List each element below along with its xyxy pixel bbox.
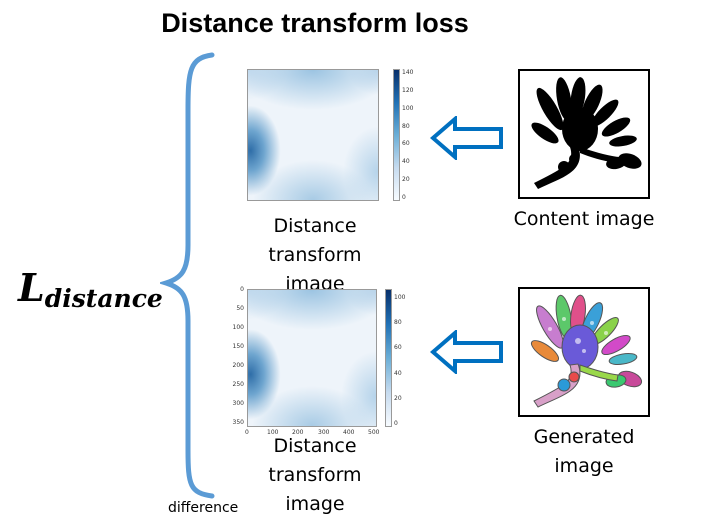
y-tick: 250 xyxy=(232,381,244,388)
curly-brace xyxy=(160,52,215,499)
colorbar-tick: 80 xyxy=(402,122,410,130)
y-tick: 200 xyxy=(232,362,244,369)
y-tick: 100 xyxy=(232,324,244,331)
colorbar-tick: 100 xyxy=(394,294,406,301)
x-tick: 100 xyxy=(267,429,279,436)
y-tick: 0 xyxy=(240,286,244,293)
stylized-flower-icon xyxy=(530,294,643,408)
bottom-caption-line: Distance xyxy=(273,435,357,457)
top-heatmap-figure: 140 120 100 80 60 40 20 0 xyxy=(242,66,414,206)
generated-label: Generated image xyxy=(502,423,666,481)
bottom-caption: Distance transform image xyxy=(240,432,390,519)
top-caption-line: Distance xyxy=(273,215,357,237)
generated-image xyxy=(518,287,650,417)
top-colorbar-ticks: 140 120 100 80 60 40 20 0 xyxy=(402,69,414,201)
difference-label: difference xyxy=(168,500,239,516)
loss-symbol: Ldistance xyxy=(18,265,163,313)
colorbar-tick: 40 xyxy=(402,158,410,166)
colorbar-tick: 40 xyxy=(394,369,402,377)
bottom-colorbar-ticks: 100 80 60 40 20 0 xyxy=(394,294,406,427)
x-tick: 500 xyxy=(368,429,380,436)
x-tick: 0 xyxy=(245,429,249,436)
top-heatmap xyxy=(247,69,379,201)
loss-symbol-main: L xyxy=(18,265,45,310)
top-colorbar xyxy=(393,69,400,201)
bottom-x-ticks: 0 100 200 300 400 500 xyxy=(243,429,383,437)
arrow-left-icon xyxy=(430,330,503,374)
flower-silhouette-icon xyxy=(531,77,642,189)
bottom-heatmap-figure: 0 50 100 150 200 250 300 350 0 100 200 3… xyxy=(228,286,408,436)
y-tick: 300 xyxy=(232,400,244,407)
arrow-left-icon xyxy=(430,116,503,160)
diagram-title: Distance transform loss xyxy=(161,8,469,38)
y-tick: 150 xyxy=(232,343,244,350)
bottom-heatmap xyxy=(247,289,377,427)
y-tick: 350 xyxy=(232,419,244,426)
colorbar-tick: 20 xyxy=(394,394,402,402)
bottom-caption-line: transform image xyxy=(268,464,362,515)
loss-symbol-subscript: distance xyxy=(44,284,163,313)
colorbar-tick: 140 xyxy=(402,69,414,76)
bottom-colorbar xyxy=(385,289,392,427)
content-label: Content image xyxy=(513,208,655,230)
x-tick: 400 xyxy=(343,429,355,436)
content-image xyxy=(518,69,650,199)
y-tick: 50 xyxy=(236,305,244,312)
colorbar-tick: 120 xyxy=(402,86,414,94)
colorbar-tick: 60 xyxy=(394,344,402,352)
colorbar-tick: 0 xyxy=(402,193,406,201)
colorbar-tick: 80 xyxy=(394,319,402,327)
colorbar-tick: 20 xyxy=(402,176,410,184)
colorbar-tick: 100 xyxy=(402,104,414,112)
colorbar-tick: 0 xyxy=(394,419,398,427)
bottom-y-ticks: 0 50 100 150 200 250 300 350 xyxy=(228,286,244,426)
x-tick: 200 xyxy=(292,429,304,436)
generated-label-line: Generated xyxy=(533,426,635,448)
x-tick: 300 xyxy=(318,429,330,436)
generated-label-line: image xyxy=(554,455,614,477)
colorbar-tick: 60 xyxy=(402,140,410,148)
